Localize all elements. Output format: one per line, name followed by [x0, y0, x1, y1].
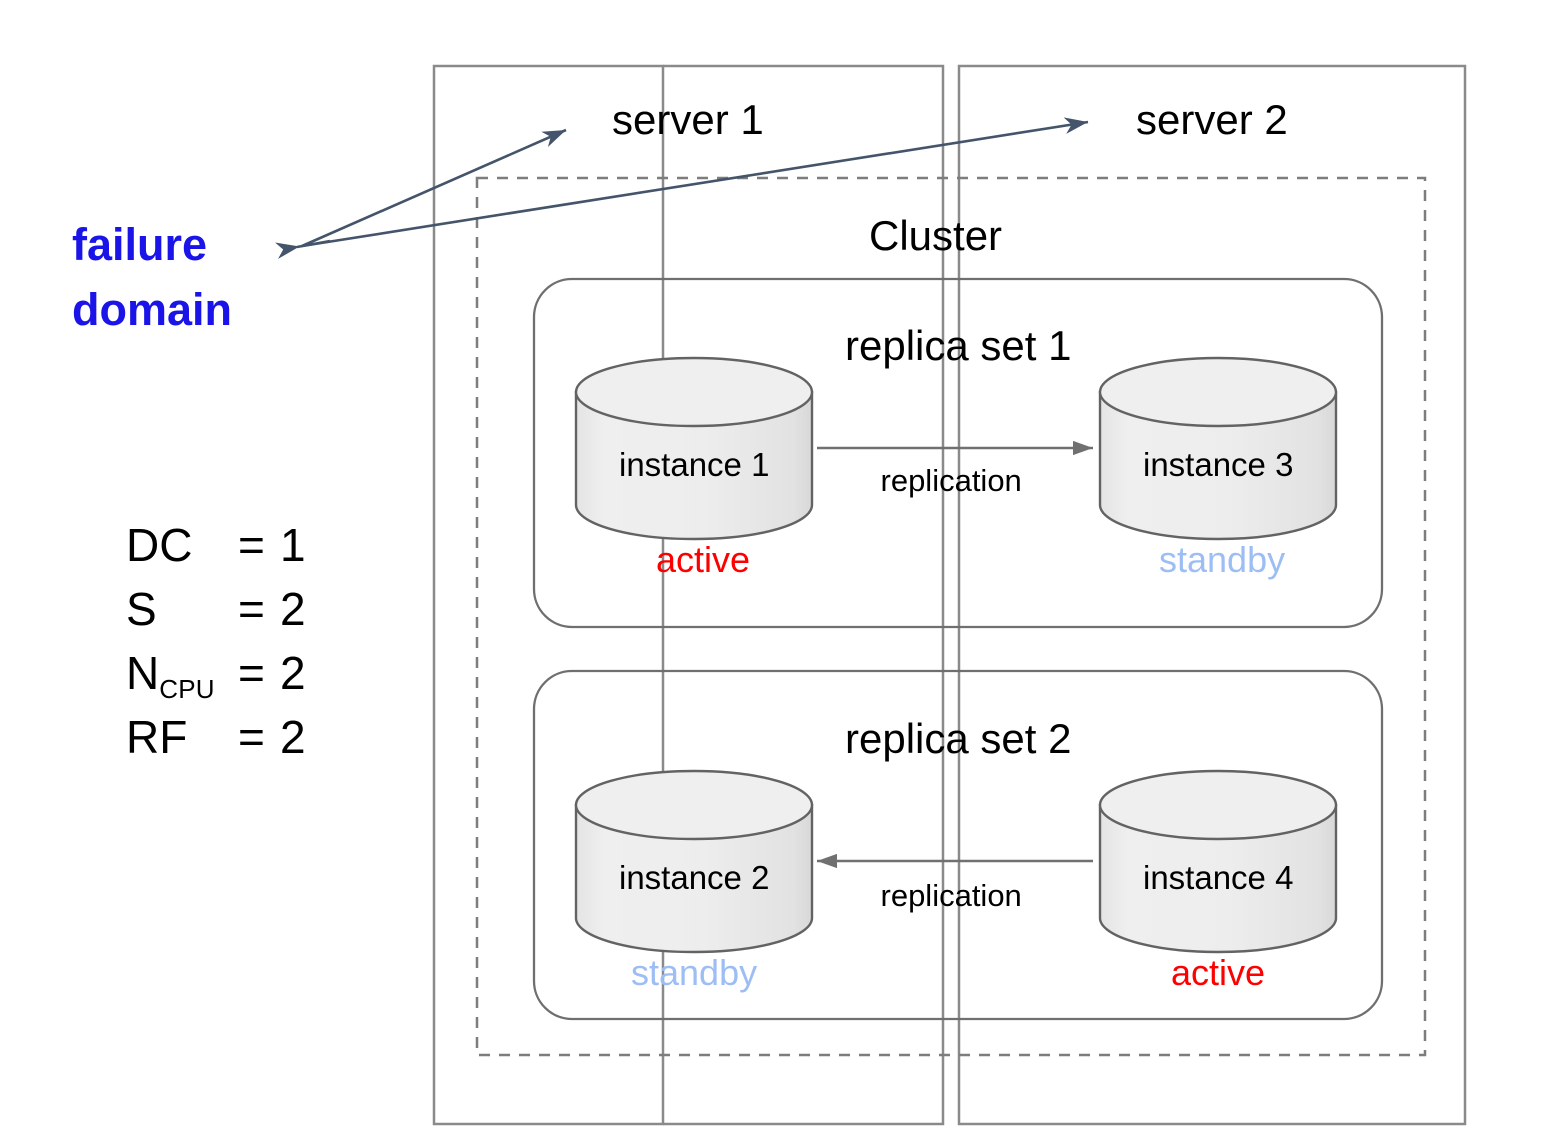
- instance-1-label: instance 1: [619, 446, 770, 483]
- cluster-dashed-box: [475, 176, 1427, 1057]
- cluster-label: Cluster: [869, 212, 1003, 259]
- parameter-equals: =: [238, 647, 265, 699]
- replication-label-1: replication: [880, 463, 1022, 498]
- instance-1-state-label: active: [656, 539, 751, 580]
- parameter-row: DC = 1: [126, 518, 306, 582]
- replication-label-2: replication: [880, 878, 1022, 913]
- parameter-value: 1: [280, 519, 306, 571]
- instance-2-state-label: standby: [631, 952, 758, 993]
- parameter-equals: =: [238, 583, 265, 635]
- server-1-label: server 1: [612, 96, 764, 143]
- replica-set-1-label: replica set 1: [845, 322, 1072, 369]
- failure-domain-annotation: failure domain: [72, 219, 233, 336]
- parameter-name: S: [126, 583, 157, 635]
- parameter-value: 2: [280, 711, 306, 763]
- parameter-value: 2: [280, 647, 306, 699]
- instance-3-label: instance 3: [1143, 446, 1294, 483]
- parameter-name: N: [126, 647, 160, 699]
- instance-4-state-label: active: [1171, 952, 1266, 993]
- parameter-list: DC = 1 S = 2 N CPU = 2 RF = 2: [126, 518, 306, 774]
- instance-2-label: instance 2: [619, 859, 770, 896]
- parameter-row: RF = 2: [126, 710, 306, 774]
- parameter-name: DC: [126, 519, 193, 571]
- parameter-equals: =: [238, 711, 265, 763]
- replica-set-2-label: replica set 2: [845, 715, 1072, 762]
- instance-4-label: instance 4: [1143, 859, 1294, 896]
- parameter-subscript: CPU: [159, 674, 215, 704]
- parameter-row: S = 2: [126, 582, 306, 646]
- parameter-value: 2: [280, 583, 306, 635]
- failure-domain-arrow-tail: [275, 239, 331, 259]
- failure-domain-arrow-server1: [301, 128, 567, 248]
- parameter-row: N CPU = 2: [126, 646, 306, 710]
- server-2-label: server 2: [1136, 96, 1288, 143]
- parameter-equals: =: [238, 519, 265, 571]
- parameter-name: RF: [126, 711, 188, 763]
- instance-3-state-label: standby: [1159, 539, 1286, 580]
